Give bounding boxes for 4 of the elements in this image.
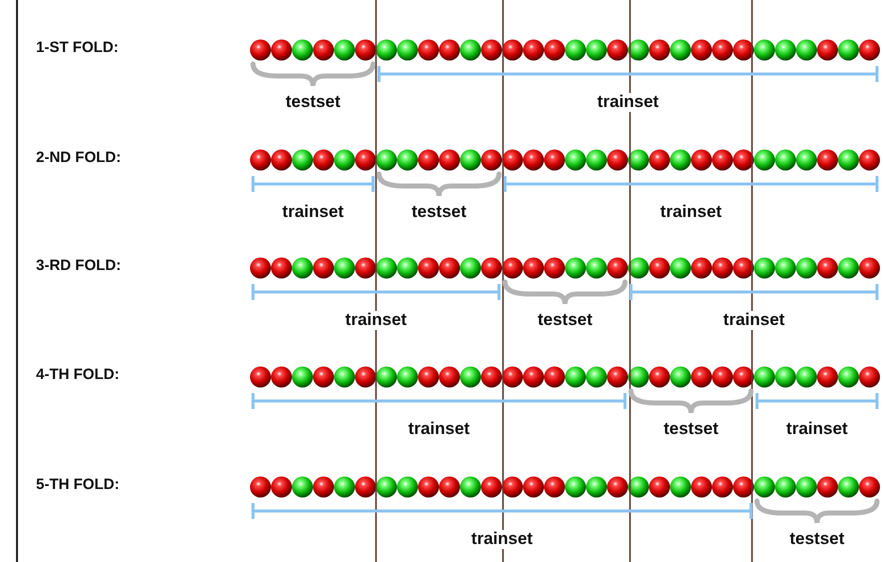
trainset-label: trainset <box>470 530 534 549</box>
trainset-label: trainset <box>344 311 408 330</box>
trainset-label: trainset <box>722 311 786 330</box>
trainset-label: trainset <box>596 93 660 112</box>
